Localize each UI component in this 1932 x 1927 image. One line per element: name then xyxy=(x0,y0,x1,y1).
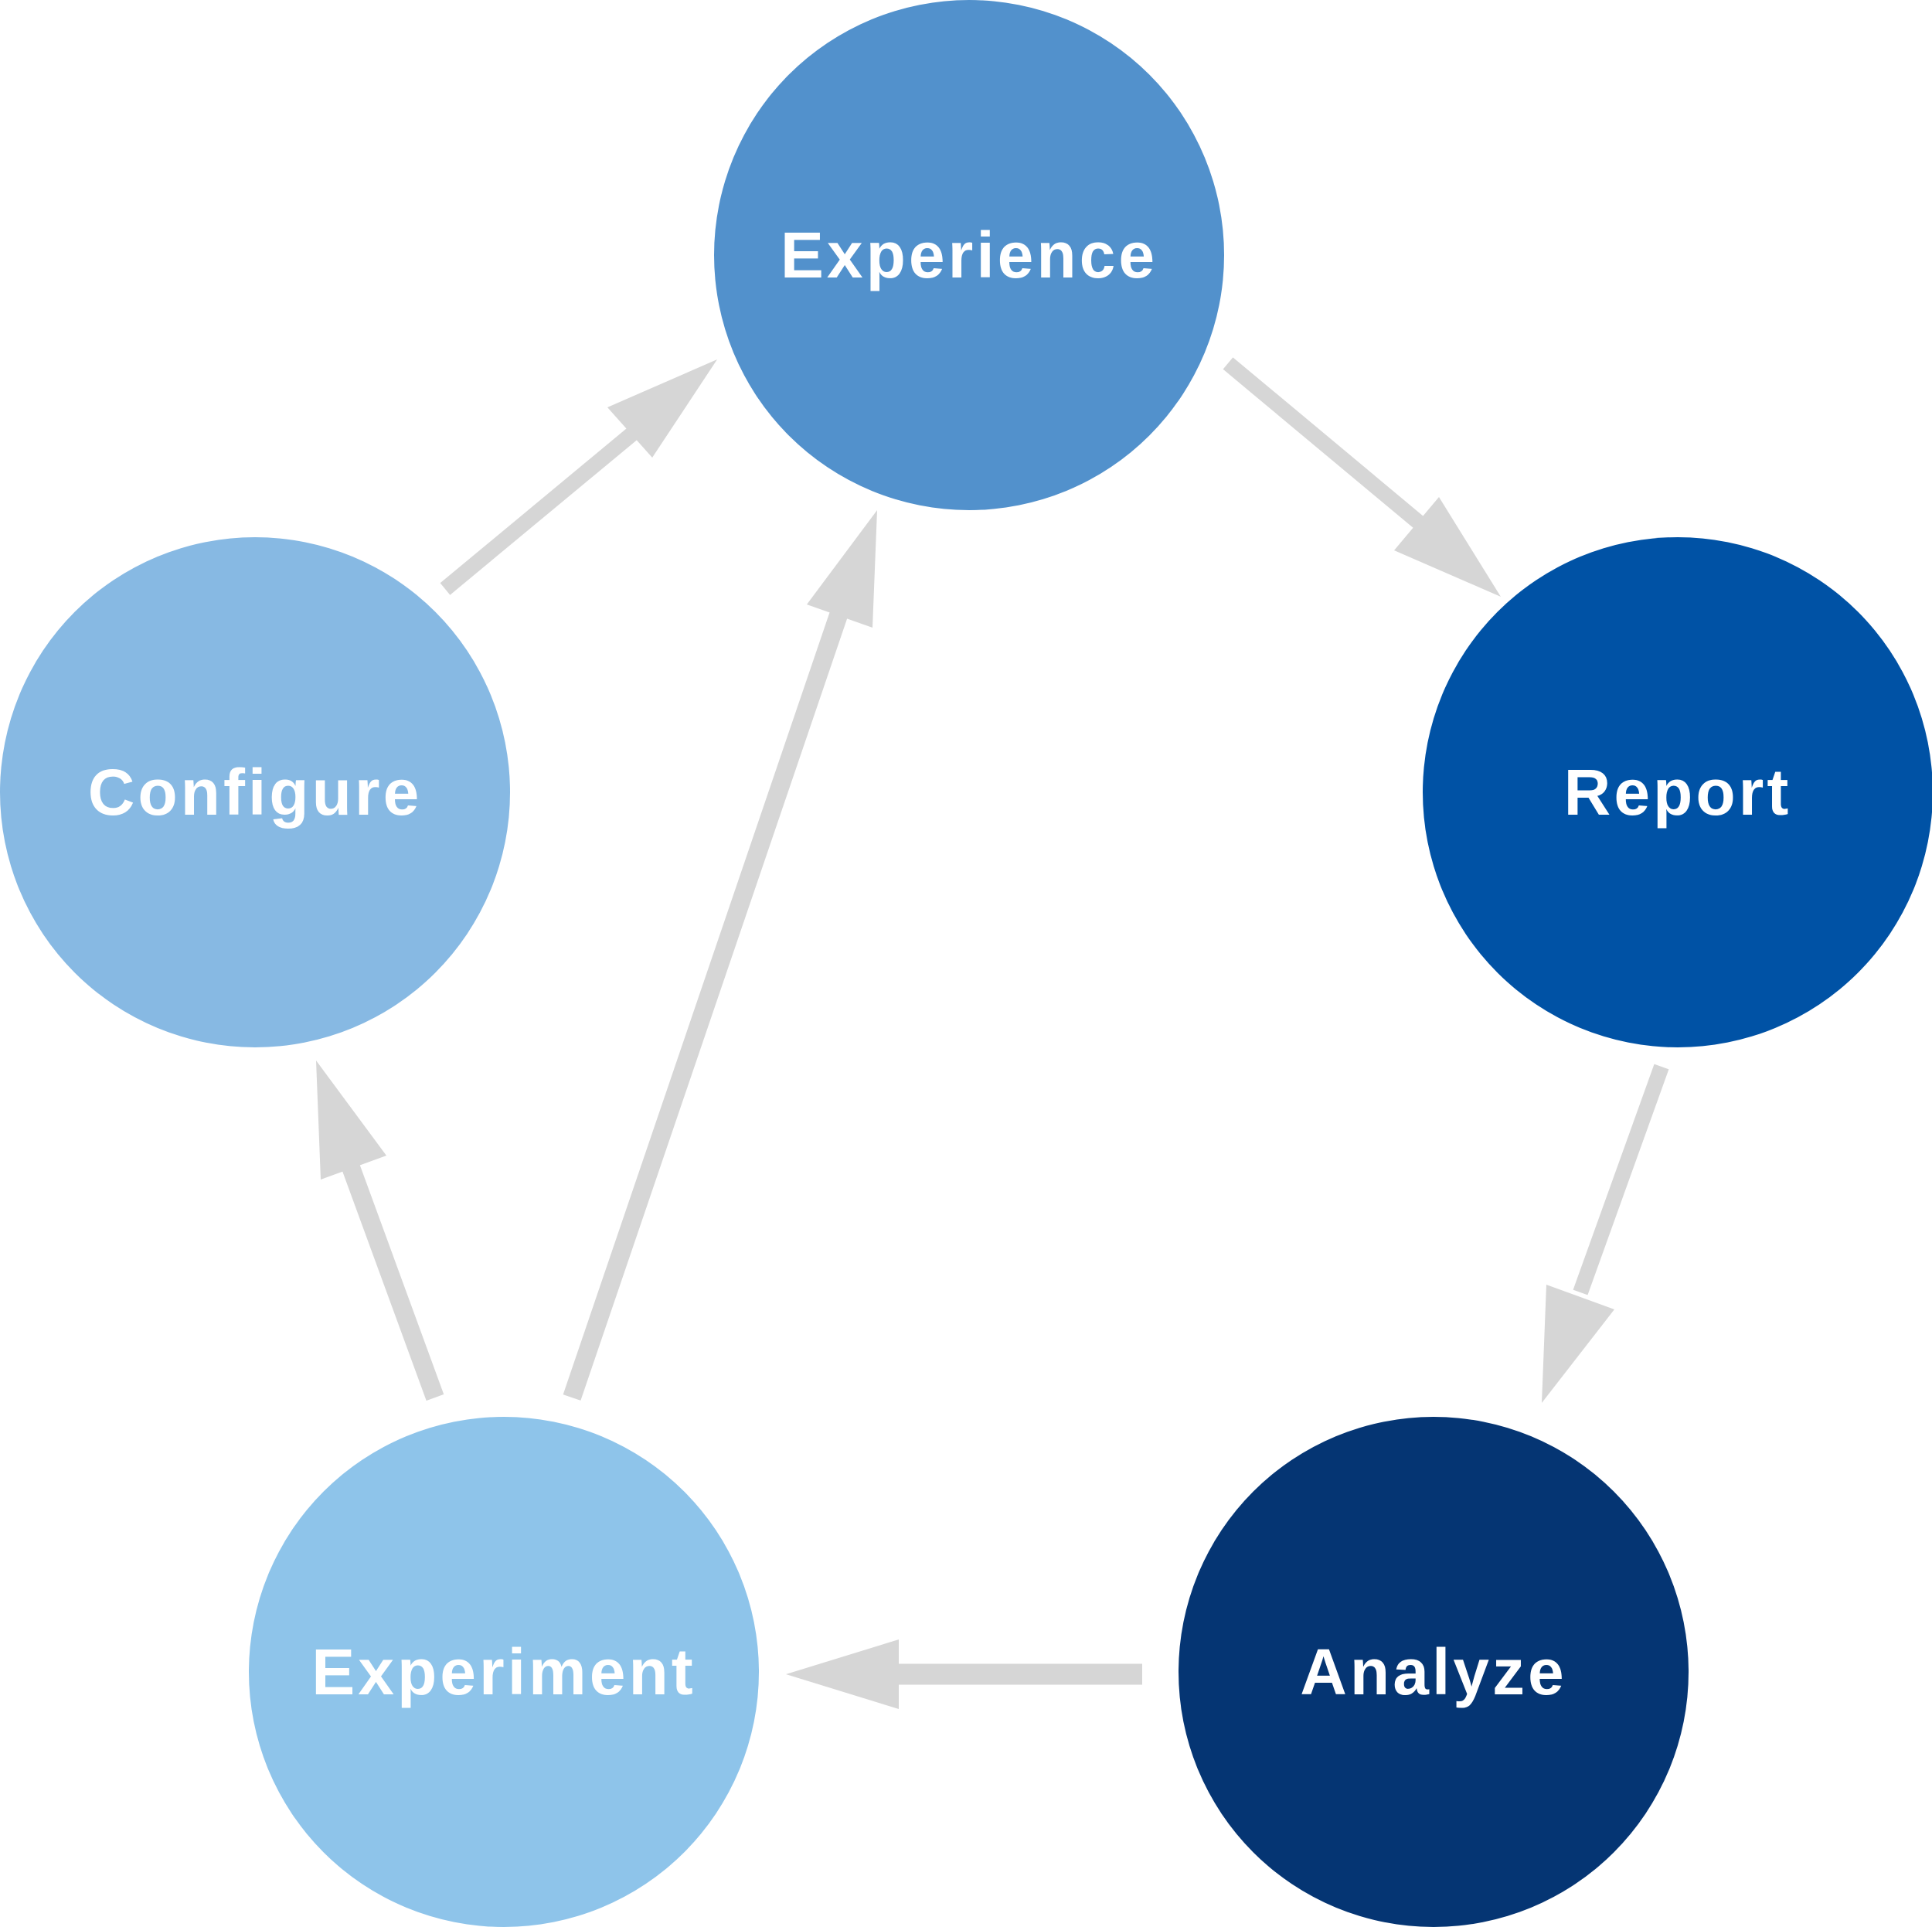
node-report-circle xyxy=(1423,537,1932,1047)
node-analyze-circle xyxy=(1179,1417,1689,1927)
arrow-experience-to-report xyxy=(1223,357,1501,597)
node-analyze: Analyze xyxy=(1179,1417,1689,1927)
node-experiment: Experiment xyxy=(249,1417,759,1927)
node-experience-label: Experience xyxy=(781,219,1158,291)
arrow-experiment-to-configure xyxy=(316,1061,444,1401)
node-analyze-label: Analyze xyxy=(1300,1636,1566,1708)
node-report: Report xyxy=(1423,537,1932,1047)
arrow-report-to-analyze xyxy=(1542,1064,1669,1403)
node-configure-circle xyxy=(0,537,510,1047)
arrow-experiment-to-experience xyxy=(563,510,877,1401)
node-experience-circle xyxy=(714,0,1224,510)
arrow-configure-to-experience xyxy=(440,359,717,595)
node-experience: Experience xyxy=(714,0,1224,510)
node-configure-label: Configure xyxy=(88,756,423,829)
node-experiment-circle xyxy=(249,1417,759,1927)
node-configure: Configure xyxy=(0,537,510,1047)
node-experiment-label: Experiment xyxy=(311,1636,696,1708)
node-report-label: Report xyxy=(1564,756,1792,829)
arrow-analyze-to-experiment xyxy=(786,1639,1142,1709)
arrows xyxy=(316,357,1669,1709)
